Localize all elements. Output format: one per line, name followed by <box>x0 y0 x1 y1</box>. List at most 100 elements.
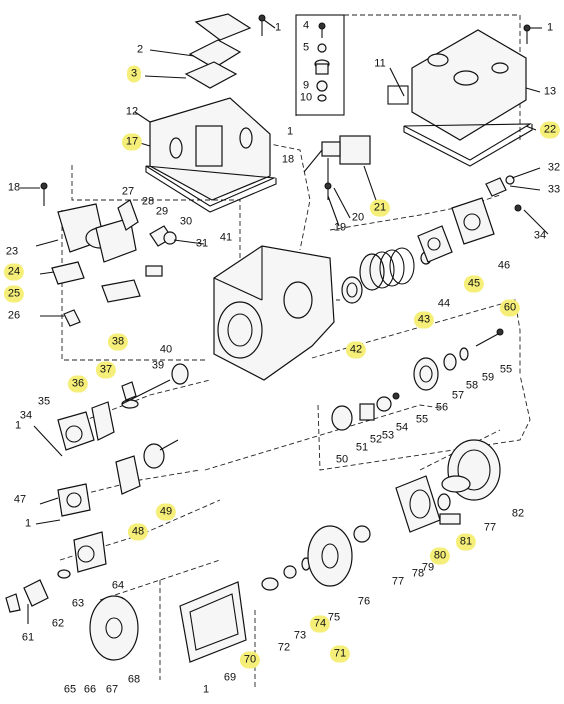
callout-34-right: 34 <box>533 229 547 242</box>
inset-callout-5: 5 <box>302 41 310 54</box>
inset-callout-9: 9 <box>302 79 310 92</box>
callout-44: 44 <box>437 297 451 310</box>
callout-52: 52 <box>369 433 383 446</box>
callout-59: 59 <box>481 371 495 384</box>
callout-12: 12 <box>125 105 139 118</box>
callout-39: 39 <box>151 359 165 372</box>
callout-69: 69 <box>223 671 237 684</box>
callout-1-bottom: 1 <box>202 683 210 696</box>
callout-18-left: 18 <box>7 181 21 194</box>
callout-40: 40 <box>159 343 173 356</box>
callout-18-center: 18 <box>281 153 295 166</box>
callout-35: 35 <box>37 395 51 408</box>
callout-45: 45 <box>463 275 485 293</box>
callout-25: 25 <box>3 285 25 303</box>
callout-68: 68 <box>127 673 141 686</box>
callout-67: 67 <box>105 683 119 696</box>
bottom-parts <box>5 439 501 663</box>
callout-1-left-low: 1 <box>24 517 32 530</box>
bracket-assembly <box>321 135 371 200</box>
callout-78: 78 <box>411 567 425 580</box>
middle-left-assemblies <box>57 363 189 517</box>
callout-23: 23 <box>5 245 19 258</box>
callout-51: 51 <box>355 441 369 454</box>
callout-80: 80 <box>429 547 451 565</box>
callout-17: 17 <box>121 133 143 151</box>
callout-2: 2 <box>136 43 144 56</box>
callout-55-left: 55 <box>415 413 429 426</box>
callout-81: 81 <box>455 533 477 551</box>
inset-box <box>295 14 345 116</box>
top-right-cover-assembly <box>387 24 533 167</box>
callout-21: 21 <box>369 199 391 217</box>
callout-42: 42 <box>345 341 367 359</box>
callout-13: 13 <box>543 85 557 98</box>
callout-66: 66 <box>83 683 97 696</box>
callout-41: 41 <box>219 231 233 244</box>
callout-70: 70 <box>239 651 261 669</box>
callout-75: 75 <box>327 611 341 624</box>
callout-32: 32 <box>547 161 561 174</box>
callout-1-top: 1 <box>274 21 282 34</box>
callout-11: 11 <box>374 57 386 70</box>
callout-60: 60 <box>499 299 521 317</box>
right-inner-parts <box>331 328 504 431</box>
callout-33: 33 <box>547 183 561 196</box>
inset-callout-4: 4 <box>302 19 310 32</box>
callout-53: 53 <box>381 429 395 442</box>
callout-65: 65 <box>63 683 77 696</box>
callout-1-left-mid: 1 <box>14 419 22 432</box>
central-housing <box>213 245 335 381</box>
callout-1-center: 1 <box>286 125 294 138</box>
callout-74: 74 <box>309 615 331 633</box>
callout-43: 43 <box>413 311 435 329</box>
callout-29: 29 <box>155 205 169 218</box>
spring-and-seals <box>341 175 522 304</box>
inset-callout-10: 10 <box>299 91 313 104</box>
leader-lines <box>20 19 549 624</box>
inset-parts <box>314 22 330 102</box>
callout-19: 19 <box>333 221 347 234</box>
callout-64: 64 <box>111 579 125 592</box>
assembly-guide-lines <box>59 14 531 690</box>
callout-30: 30 <box>179 215 193 228</box>
left-side-parts <box>40 182 177 327</box>
callout-50: 50 <box>335 453 349 466</box>
callout-34-left: 34 <box>19 409 33 422</box>
callout-38: 38 <box>107 333 129 351</box>
callout-76: 76 <box>357 595 371 608</box>
callout-57: 57 <box>451 389 465 402</box>
callout-1-top-right: 1 <box>546 21 554 34</box>
callout-22: 22 <box>539 121 561 139</box>
callout-20: 20 <box>351 211 365 224</box>
callout-73: 73 <box>293 629 307 642</box>
callout-28: 28 <box>141 195 155 208</box>
callout-62: 62 <box>51 617 65 630</box>
callout-56: 56 <box>435 401 449 414</box>
callout-55-right: 55 <box>499 363 513 376</box>
callout-26: 26 <box>7 309 21 322</box>
callout-36: 36 <box>67 375 89 393</box>
callout-49: 49 <box>155 503 177 521</box>
callout-48: 48 <box>127 523 149 541</box>
callout-37: 37 <box>95 361 117 379</box>
callout-71: 71 <box>329 645 351 663</box>
callout-77-left: 77 <box>391 575 405 588</box>
callout-31: 31 <box>195 237 209 250</box>
callout-79: 79 <box>421 561 435 574</box>
callout-24: 24 <box>3 263 25 281</box>
callout-58: 58 <box>465 379 479 392</box>
callout-27: 27 <box>121 185 135 198</box>
callout-47: 47 <box>13 493 27 506</box>
callout-61: 61 <box>21 631 35 644</box>
callout-72: 72 <box>277 641 291 654</box>
callout-63: 63 <box>71 597 85 610</box>
callout-82: 82 <box>511 507 525 520</box>
callout-46: 46 <box>497 259 511 272</box>
top-left-cover-assembly <box>145 13 277 213</box>
callout-3: 3 <box>126 65 142 83</box>
callout-54: 54 <box>395 421 409 434</box>
callout-77-right: 77 <box>483 521 497 534</box>
